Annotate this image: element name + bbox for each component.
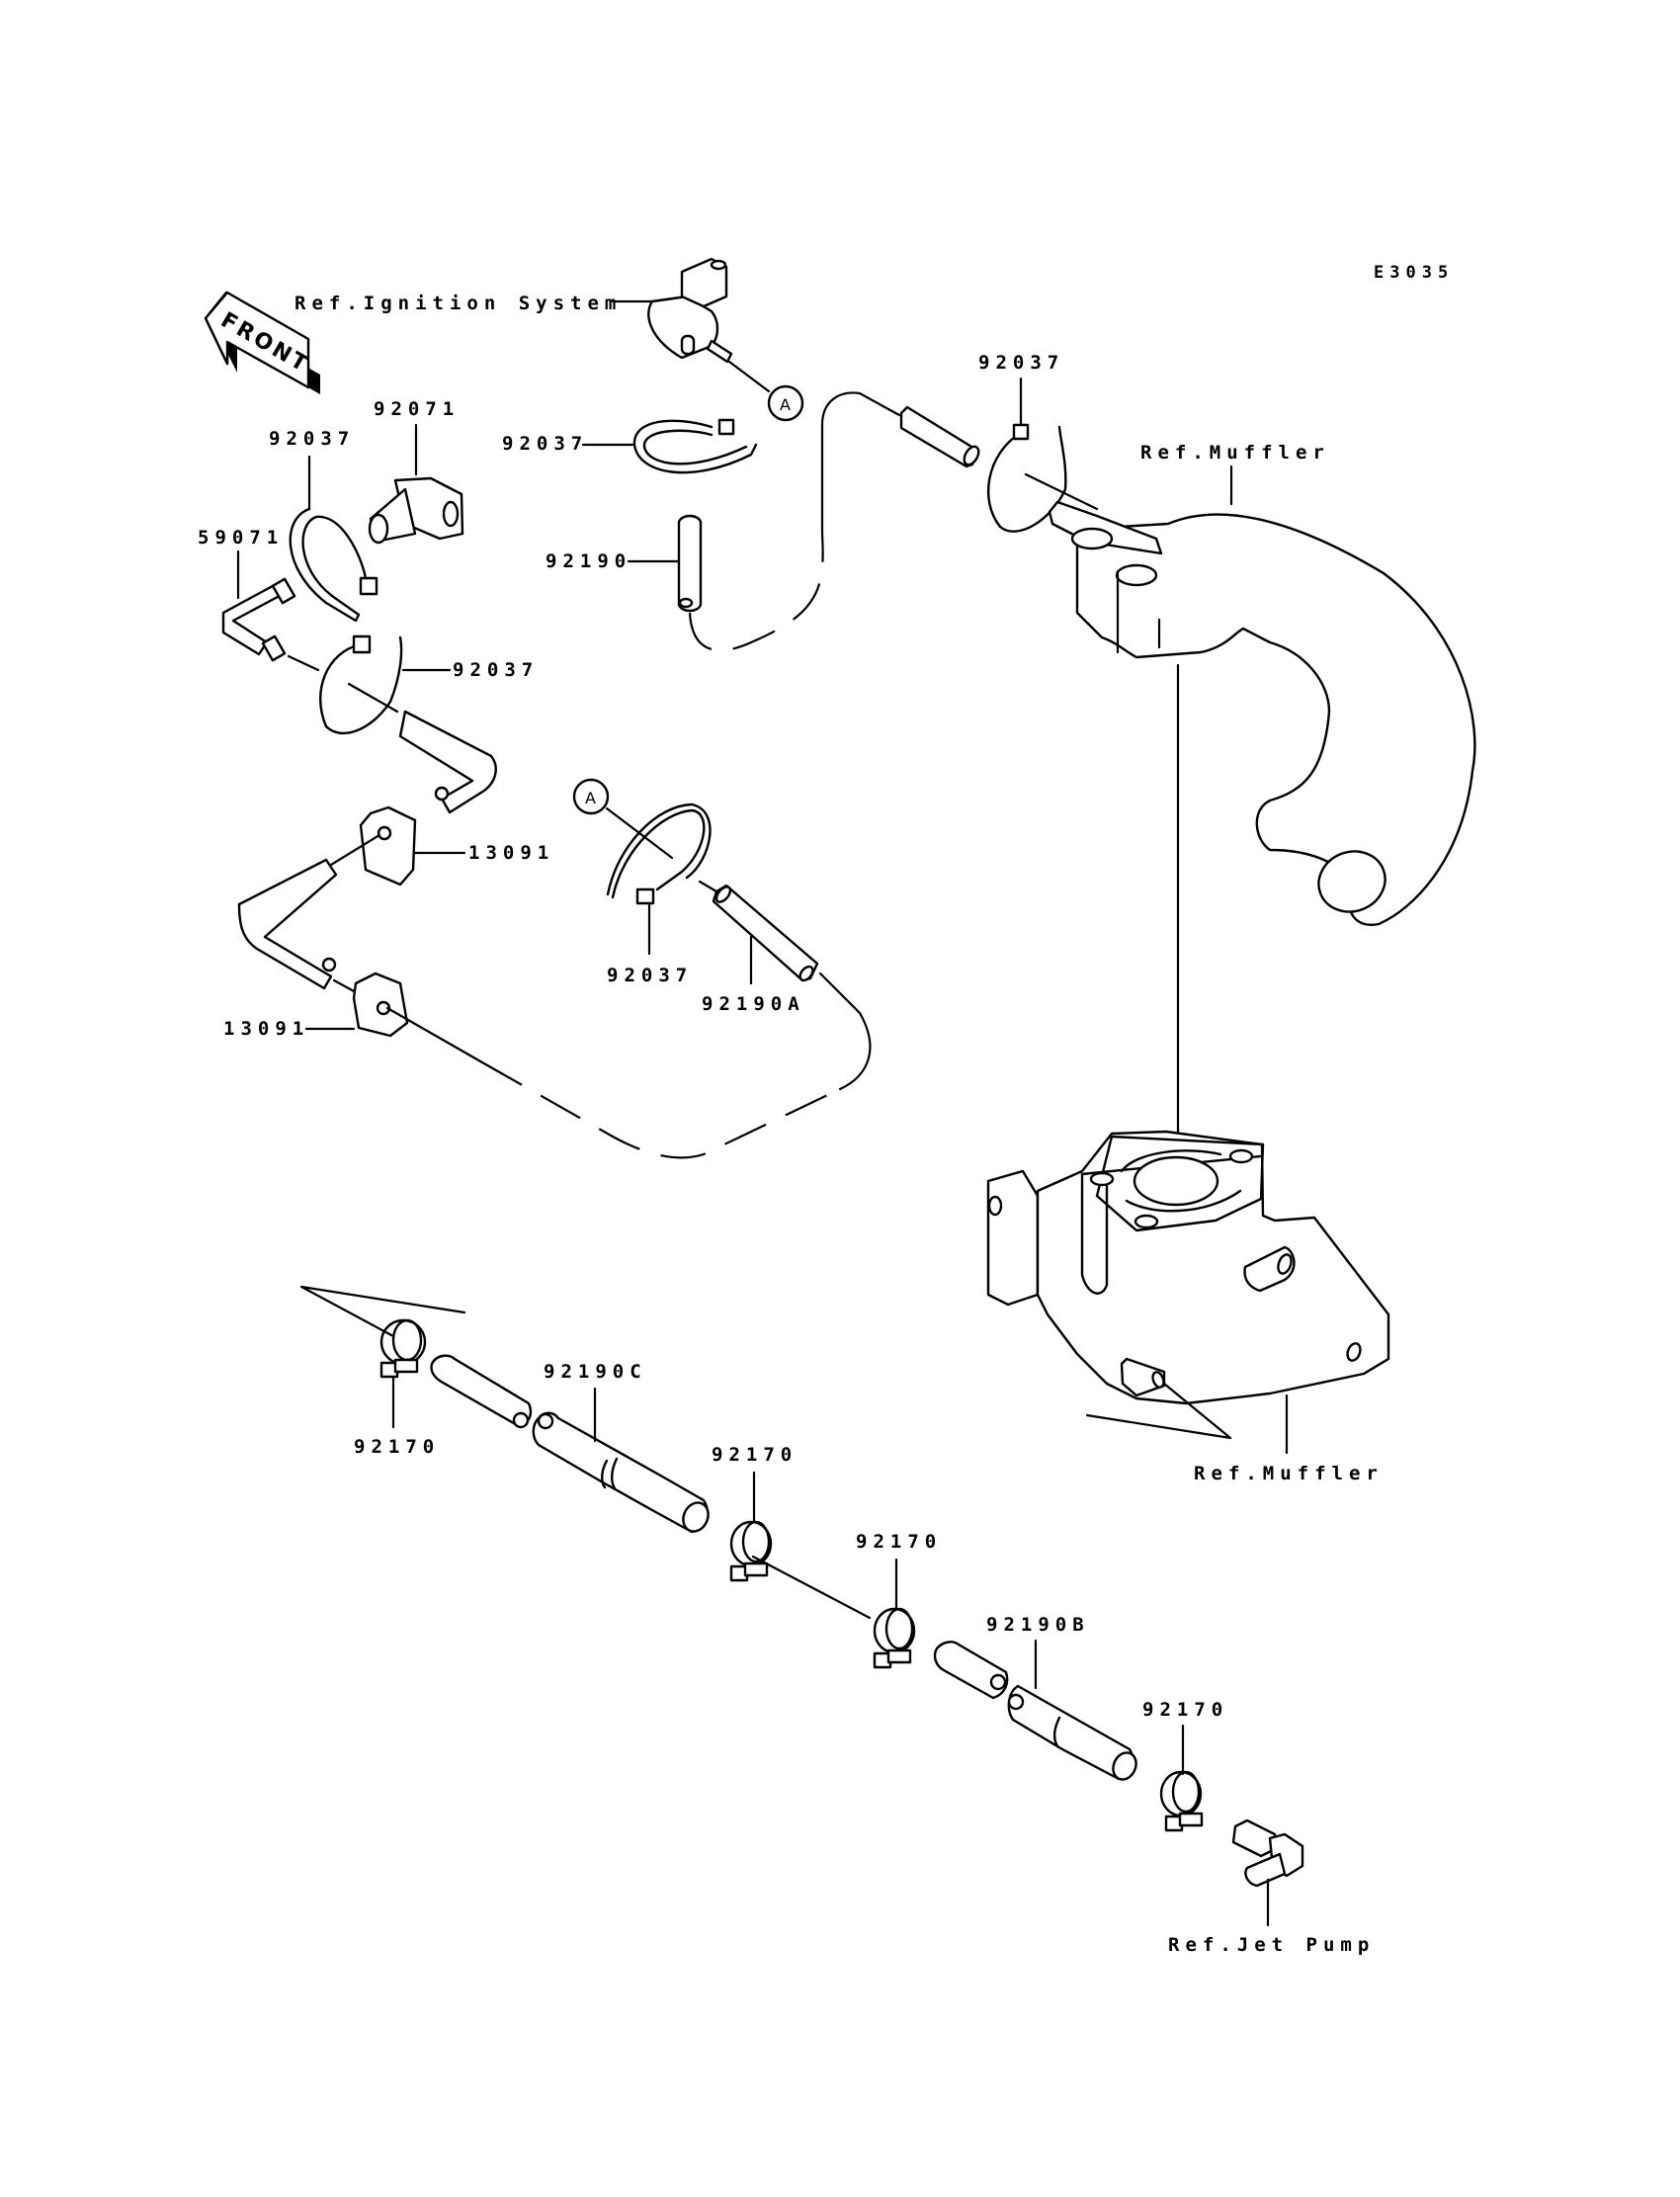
label-ref-muffler-top: Ref.Muffler [1140,442,1330,464]
part-13091-grommet-a [359,805,417,887]
part-59071-pipe [221,577,296,662]
part-92037-tie-a [289,507,378,623]
label-92170-b: 92170 [712,1444,798,1466]
callout-a-top: A [767,384,804,422]
part-92170-clamp-c [873,1607,916,1669]
label-92037-c: 92037 [502,433,588,455]
ignition-connector [647,257,733,364]
label-ref-ignition-system: Ref.Ignition System [294,293,622,314]
part-92037-tie-b [319,634,403,735]
label-92037-b: 92037 [453,659,539,681]
part-92190B-hose [933,1641,1137,1781]
diagram-code: E3035 [1374,263,1454,283]
part-92170-clamp-b [729,1520,773,1582]
part-92170-clamp-d [1159,1770,1204,1832]
part-92037-tie-e [606,803,712,905]
part-92190-hose [677,514,703,613]
part-13091-grommet-b [352,972,409,1038]
label-59071: 59071 [198,527,284,549]
label-ref-muffler-bottom: Ref.Muffler [1194,1463,1384,1484]
hose-upper [398,710,497,814]
label-92190: 92190 [546,550,631,572]
label-92170-c: 92170 [856,1531,942,1553]
part-92071-fitting [368,476,464,545]
svg-text:A: A [585,789,596,807]
muffler-bottom-pointer [1085,1413,1232,1440]
label-92071: 92071 [374,398,460,420]
jet-pump-fitting [1231,1818,1304,1888]
part-92190C-hose [430,1354,710,1534]
part-92190A-hose [712,884,819,982]
callout-a-middle: A [572,778,610,815]
hose-lower [237,858,338,990]
label-92190B: 92190B [986,1614,1090,1636]
label-92190A: 92190A [702,993,805,1015]
label-13091-b: 13091 [223,1018,309,1040]
part-92037-tie-c [632,418,758,474]
part-92037-tie-d [986,423,1067,533]
muffler-upper-pipe [1048,500,1476,926]
muffler-lower-body [986,1130,1390,1405]
label-92037-d: 92037 [978,352,1064,374]
label-13091-a: 13091 [468,842,554,864]
label-92170-d: 92170 [1142,1699,1228,1721]
svg-text:A: A [780,395,791,414]
label-ref-jet-pump: Ref.Jet Pump [1168,1934,1375,1956]
label-92190C: 92190C [544,1361,647,1383]
label-92037-a: 92037 [269,428,355,450]
part-92170-clamp-a [379,1318,427,1379]
label-92037-e: 92037 [607,965,693,986]
hose-route-pointer [299,1285,466,1338]
hose-muffler-top [899,405,980,468]
label-92170-a: 92170 [354,1436,440,1458]
